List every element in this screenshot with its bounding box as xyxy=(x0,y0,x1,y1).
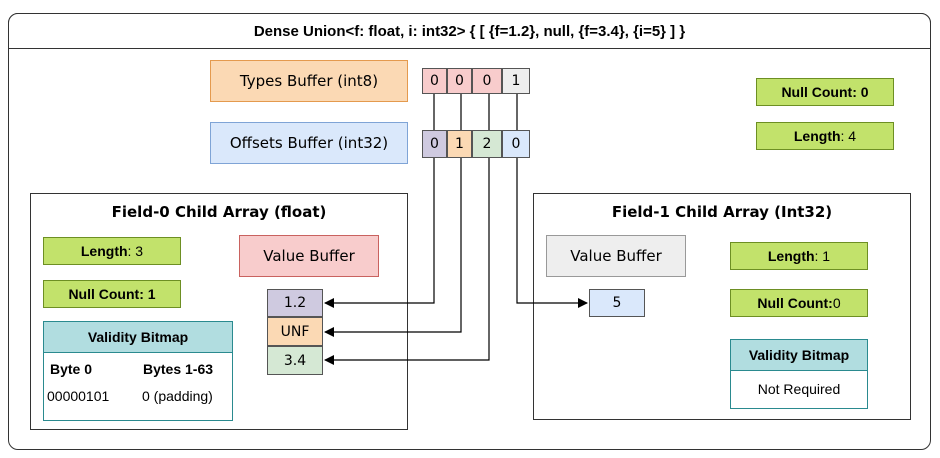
field0-length-key: Length xyxy=(80,243,128,259)
field1-null-count-key: Null Count: xyxy=(757,295,833,311)
arrow-to-field0-value-0 xyxy=(324,158,435,308)
field0-validity-col2-head: Bytes 1-63 xyxy=(143,361,214,377)
field0-length-badge: Length: 3 xyxy=(43,237,181,265)
types-cell: 0 xyxy=(447,68,472,94)
union-null-count-value: 0 xyxy=(860,84,869,100)
offsets-cell: 0 xyxy=(502,130,530,158)
types-cell: 0 xyxy=(472,68,502,94)
field0-null-count-badge: Null Count: 1 xyxy=(43,280,181,308)
union-null-count-badge: Null Count: 0 xyxy=(756,78,894,106)
field1-null-count-value: 0 xyxy=(832,295,841,311)
field0-value-cell: UNF xyxy=(267,317,323,346)
offsets-buffer-label: Offsets Buffer (int32) xyxy=(210,122,408,164)
field1-null-count-badge: Null Count: 0 xyxy=(730,289,868,317)
union-length-badge: Length: 4 xyxy=(756,122,894,150)
field1-validity-bitmap: Validity Bitmap xyxy=(730,339,868,409)
field1-length-badge: Length: 1 xyxy=(730,242,868,270)
field0-validity-header: Validity Bitmap xyxy=(44,322,232,353)
offsets-cell: 1 xyxy=(447,130,472,158)
union-null-count-key: Null Count: xyxy=(781,84,857,100)
field0-length-value: : 3 xyxy=(127,243,144,259)
field1-validity-body: Not Required xyxy=(757,381,841,397)
types-cell: 1 xyxy=(502,68,530,94)
field1-value-buffer-label: Value Buffer xyxy=(546,235,686,277)
offsets-cell: 0 xyxy=(422,130,447,158)
field0-value-cell: 1.2 xyxy=(267,289,323,317)
field1-title: Field-1 Child Array (Int32) xyxy=(611,203,833,221)
field0-null-count-key: Null Count: xyxy=(68,286,144,302)
field0-validity-bitmap: Validity Bitmap xyxy=(43,321,233,421)
diagram-title: Dense Union<f: float, i: int32> { [ {f=1… xyxy=(8,13,931,49)
field0-title: Field-0 Child Array (float) xyxy=(111,203,327,221)
offsets-cell: 2 xyxy=(472,130,502,158)
arrow-to-field0-value-2 xyxy=(324,158,490,365)
field0-validity-col2-value: 0 (padding) xyxy=(142,388,213,404)
arrow-to-field1-value-0 xyxy=(516,158,588,308)
types-cell: 0 xyxy=(422,68,447,94)
field0-value-cell: 3.4 xyxy=(267,346,323,375)
field1-length-value: : 1 xyxy=(814,248,831,264)
types-buffer-label: Types Buffer (int8) xyxy=(210,60,408,102)
field1-value-cell: 5 xyxy=(589,289,645,317)
field0-validity-col1-value: 00000101 xyxy=(47,388,110,404)
field1-validity-header: Validity Bitmap xyxy=(731,340,867,371)
field1-length-key: Length xyxy=(767,248,815,264)
field0-validity-col1-head: Byte 0 xyxy=(50,361,93,377)
field0-null-count-value: 1 xyxy=(147,286,156,302)
field0-value-buffer-label: Value Buffer xyxy=(239,235,379,277)
union-length-value: : 4 xyxy=(840,128,857,144)
arrow-to-field0-value-1 xyxy=(324,158,462,337)
union-length-key: Length xyxy=(793,128,841,144)
